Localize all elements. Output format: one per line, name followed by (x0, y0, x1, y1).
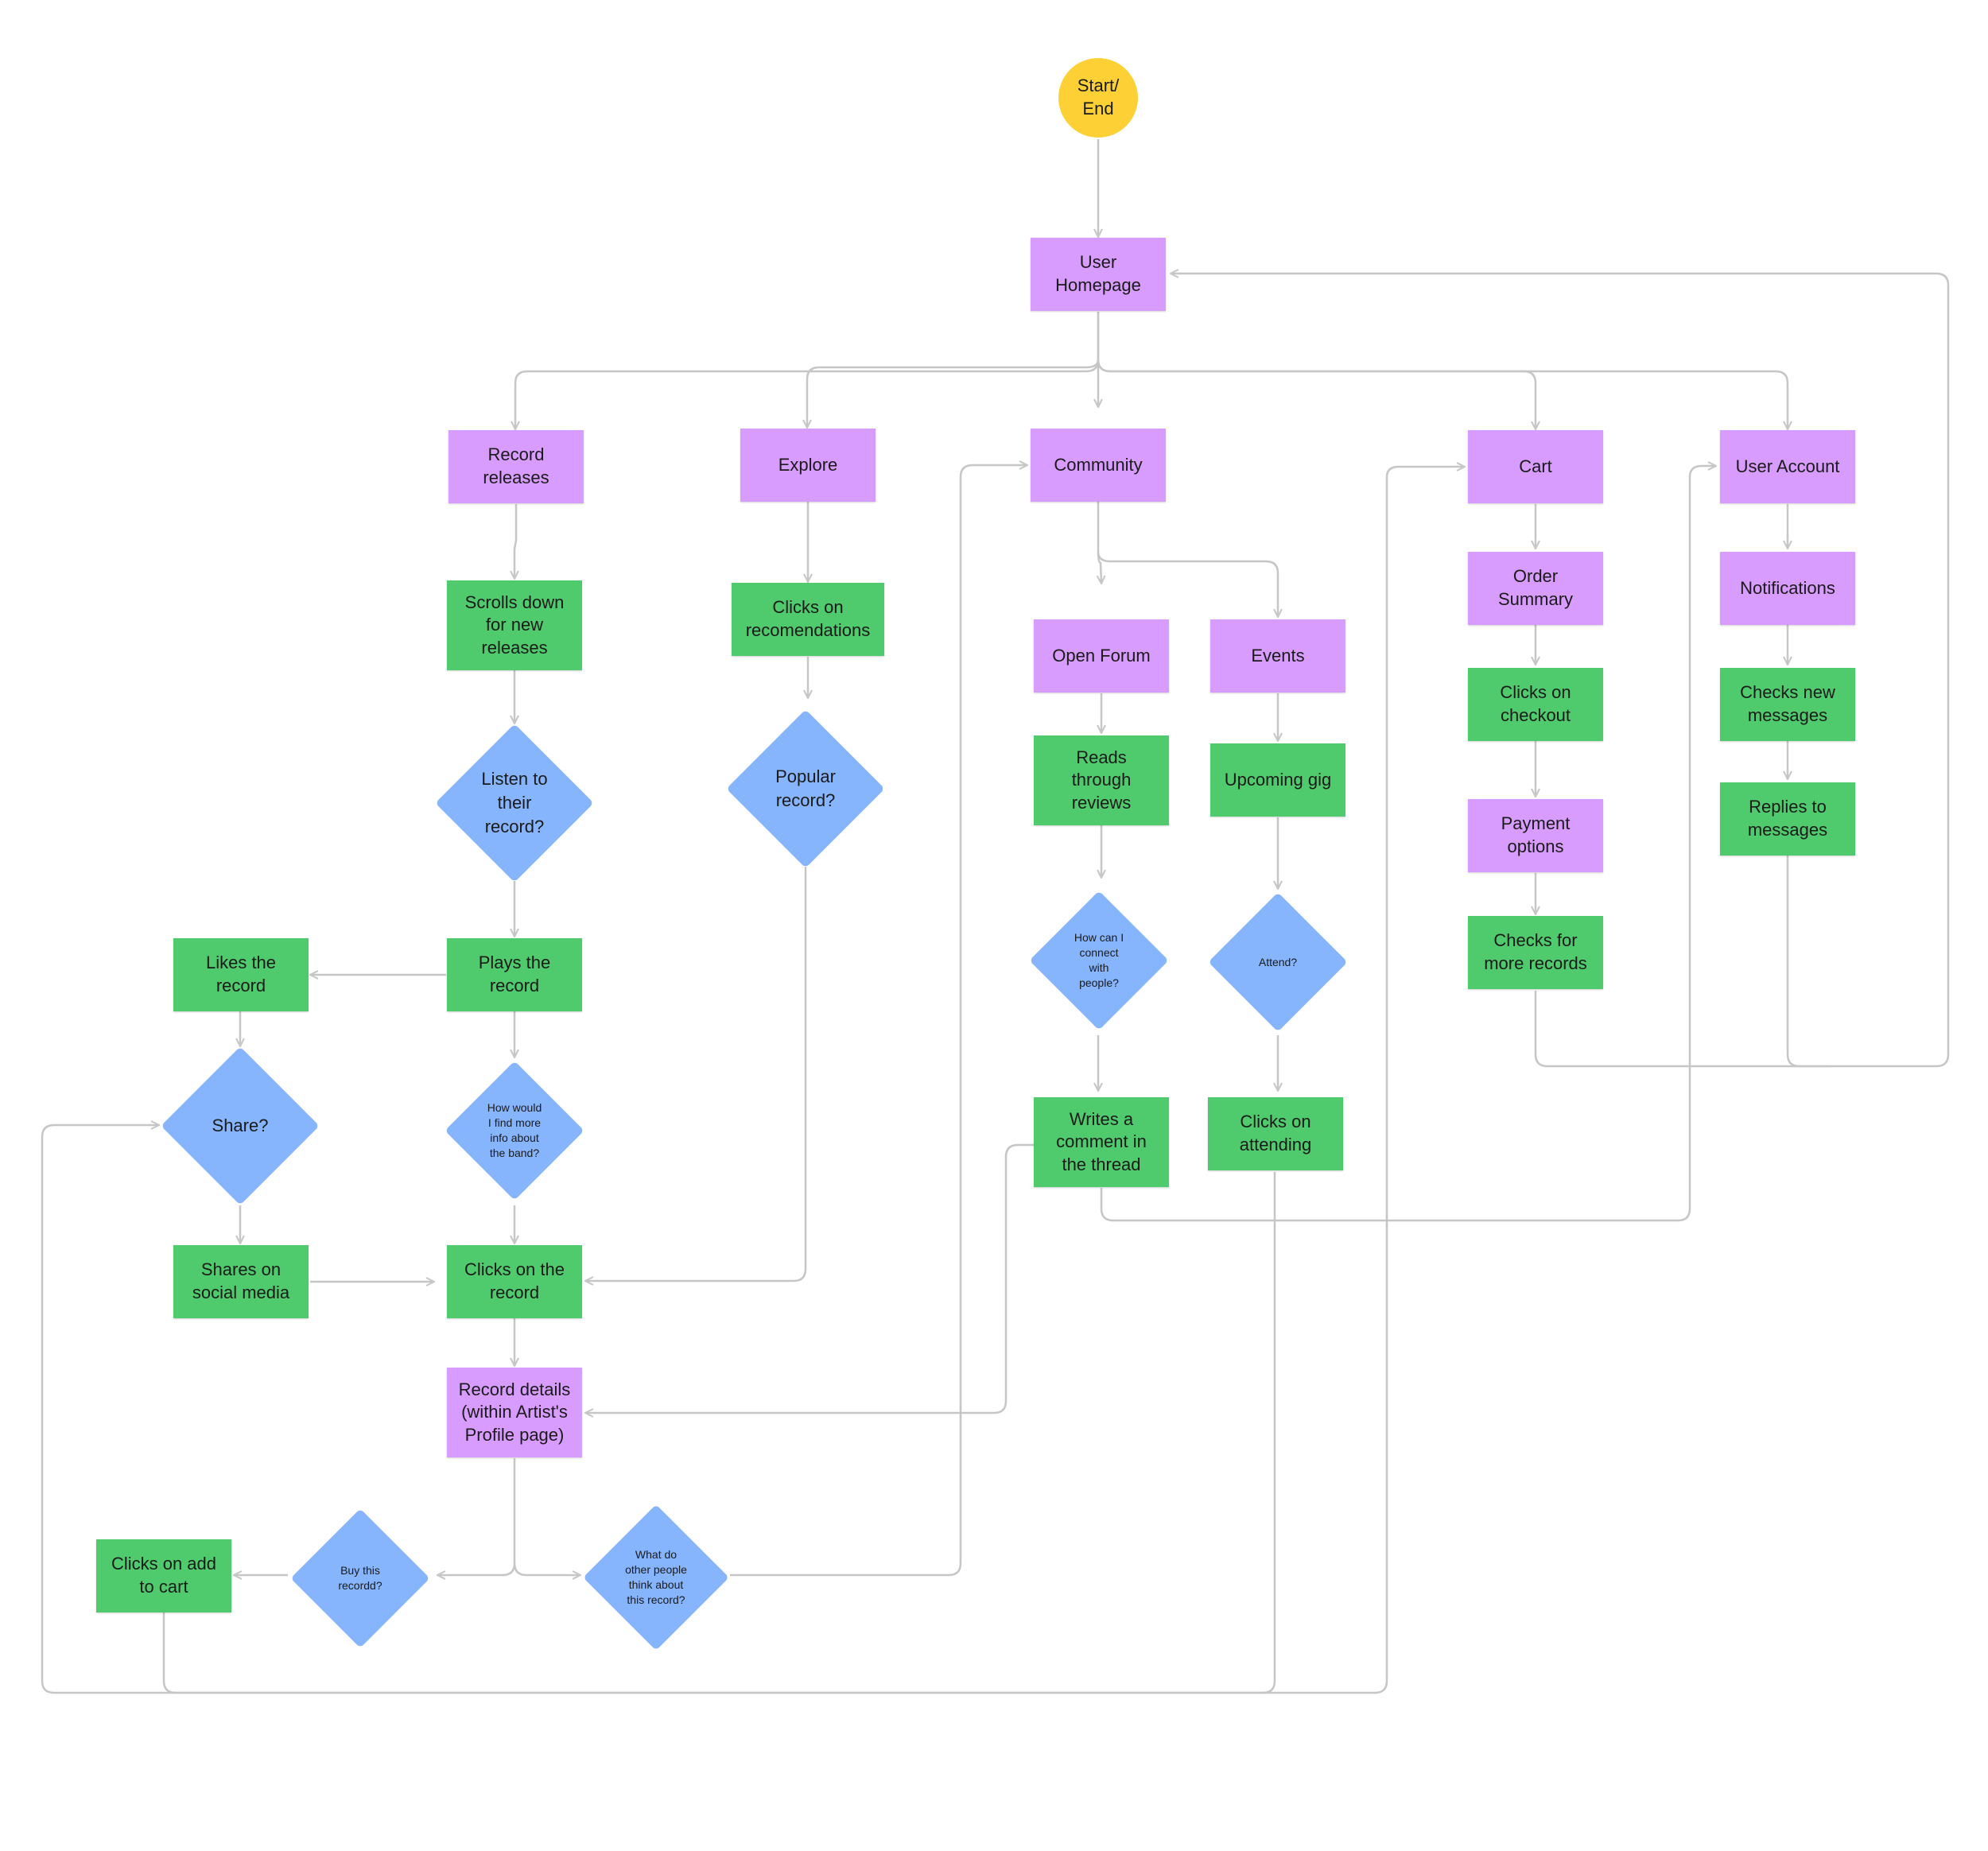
clicks-checkout-node[interactable]: Clicks on checkout (1468, 668, 1603, 741)
connector-homepage-account (1097, 359, 1788, 429)
connector-addcart-cart (162, 467, 1465, 1694)
payment-options-node[interactable]: Payment options (1468, 799, 1603, 872)
connector-releases-scroll (514, 504, 516, 579)
listen-record-decision[interactable]: Listen to their record? (435, 724, 594, 883)
replies-messages-node[interactable]: Replies to messages (1720, 782, 1855, 856)
reads-reviews-node[interactable]: Reads through reviews (1034, 735, 1169, 825)
checks-messages-node[interactable]: Checks new messages (1720, 668, 1855, 741)
explore-node[interactable]: Explore (740, 429, 876, 502)
user-account-node[interactable]: User Account (1720, 430, 1855, 503)
connector-community-forum (1098, 501, 1101, 584)
connector-writes-account (1100, 466, 1716, 1222)
share-label: Share? (212, 1116, 269, 1136)
connect-people-decision[interactable]: How can I connect with people? (1029, 891, 1169, 1030)
buy-record-label: Buy this recordd? (338, 1564, 382, 1592)
connect-people-label: How can I connect with people? (1074, 931, 1124, 989)
cart-node[interactable]: Cart (1468, 430, 1603, 503)
find-info-decision[interactable]: How would I find more info about the ban… (445, 1061, 584, 1201)
open-forum-node[interactable]: Open Forum (1034, 619, 1169, 693)
attend-label: Attend? (1258, 955, 1298, 968)
connector-others-community (730, 465, 1027, 1577)
connector-popular-clicksrecord (585, 867, 807, 1281)
order-summary-node[interactable]: Order Summary (1468, 552, 1603, 625)
upcoming-gig-node[interactable]: Upcoming gig (1210, 743, 1345, 817)
listen-record-label: Listen to their record? (481, 769, 548, 836)
connector-writes-details (585, 1143, 1034, 1413)
connector-details-others (513, 1562, 580, 1575)
community-node[interactable]: Community (1031, 429, 1166, 502)
notifications-node[interactable]: Notifications (1720, 552, 1855, 625)
start-end-node[interactable]: Start/ End (1058, 58, 1138, 138)
connector-homepage-cart (1097, 359, 1536, 429)
connector-return-homepage (1171, 274, 1950, 1068)
popular-record-decision[interactable]: Popular record? (726, 709, 885, 868)
user-homepage-node[interactable]: User Homepage (1031, 238, 1166, 311)
others-think-label: What do other people think about this re… (625, 1548, 687, 1606)
connector-community-events (1097, 551, 1278, 617)
plays-record-node[interactable]: Plays the record (447, 938, 582, 1011)
connector-details-buy (437, 1458, 516, 1575)
record-releases-node[interactable]: Record releases (448, 430, 584, 503)
record-details-node[interactable]: Record details (within Artist's Profile … (447, 1368, 582, 1457)
share-decision[interactable]: Share? (161, 1046, 320, 1205)
shares-social-node[interactable]: Shares on social media (173, 1245, 309, 1318)
clicks-attending-node[interactable]: Clicks on attending (1208, 1097, 1343, 1170)
checks-more-records-node[interactable]: Checks for more records (1468, 916, 1603, 989)
clicks-recommendations-node[interactable]: Clicks on recomendations (732, 583, 884, 656)
popular-record-label: Popular record? (775, 766, 836, 810)
attend-decision[interactable]: Attend? (1208, 892, 1348, 1032)
find-info-label: How would I find more info about the ban… (487, 1101, 542, 1159)
clicks-record-node[interactable]: Clicks on the record (447, 1245, 582, 1318)
clicks-add-cart-node[interactable]: Clicks on add to cart (96, 1539, 231, 1612)
others-think-decision[interactable]: What do other people think about this re… (583, 1504, 729, 1651)
writes-comment-node[interactable]: Writes a comment in the thread (1034, 1097, 1169, 1187)
scrolls-down-node[interactable]: Scrolls down for new releases (447, 580, 582, 670)
buy-record-decision[interactable]: Buy this recordd? (290, 1508, 430, 1648)
connector-attending-loop (41, 1125, 1276, 1694)
connector-homepage-explore (807, 359, 1100, 428)
events-node[interactable]: Events (1210, 619, 1345, 693)
likes-record-node[interactable]: Likes the record (173, 938, 309, 1011)
connector-replies-return (1786, 856, 1829, 1068)
